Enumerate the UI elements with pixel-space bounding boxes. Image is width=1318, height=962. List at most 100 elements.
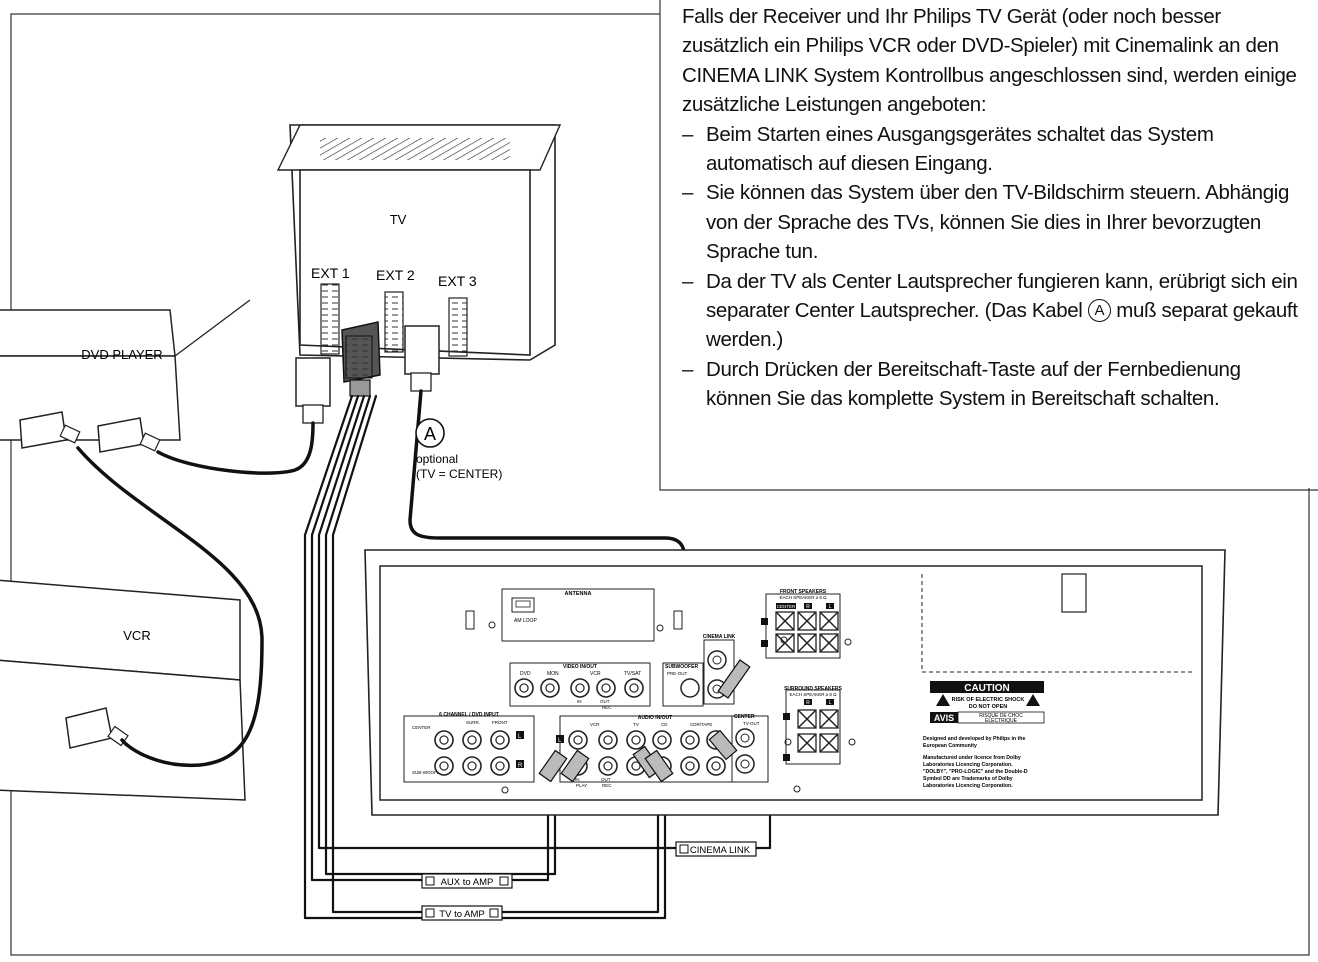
six-ch-jack-0-core xyxy=(439,735,449,745)
front-terminal-2-cross-1 xyxy=(819,611,839,631)
video-jack-3-core xyxy=(601,683,611,693)
vcr-label: VCR xyxy=(123,628,150,643)
cinema-link-tag-label: CINEMA LINK xyxy=(690,845,751,856)
caution-label: CAUTION RISK OF ELECTRIC SHOCK DO NOT OP… xyxy=(923,681,1045,789)
feature-item-1: Beim Starten eines Ausgangsgerätes schal… xyxy=(682,120,1310,179)
audio-jack-bottom-5-core xyxy=(711,761,721,771)
front-terminal-5-cross-1 xyxy=(819,633,839,653)
ext2-label: EXT 2 xyxy=(376,267,415,283)
audio-in-label: IN xyxy=(575,777,580,782)
front-r-label: R xyxy=(806,604,810,610)
optional-label: optional xyxy=(416,452,458,466)
surround-speakers-label: SURROUND SPEAKERS xyxy=(784,686,842,692)
audio-cdr-label: CDR/TAPE xyxy=(690,722,712,727)
feature-list: Beim Starten eines Ausgangsgerätes schal… xyxy=(682,120,1310,414)
pre-out-label: PRE-OUT xyxy=(667,671,688,676)
intro-paragraph: Falls der Receiver und Ihr Philips TV Ge… xyxy=(682,5,1297,117)
tv-to-amp-label: TV to AMP xyxy=(439,909,484,920)
six-ch-jack-4 xyxy=(462,756,482,776)
video-jack-0 xyxy=(514,678,534,698)
licence-text-3: "DOLBY", "PRO-LOGIC" and the Double-D xyxy=(923,769,1028,775)
tv: TV EXT 1 EXT 2 EXT 3 xyxy=(276,124,562,361)
six-ch-jack-5-core xyxy=(495,761,505,771)
surround-terminal-2-cross-1 xyxy=(797,733,817,753)
designed-text-1: Designed and developed by Philips in the xyxy=(923,736,1025,742)
feature-item-2: Sie können das System über den TV-Bildsc… xyxy=(682,178,1310,266)
licence-text-5: Laboratories Licencing Corporation. xyxy=(923,783,1013,789)
video-jack-1 xyxy=(540,678,560,698)
front-terminal-1-cross-1 xyxy=(797,611,817,631)
antenna-label: ANTENNA xyxy=(565,591,592,597)
risque-text-1: RISQUE DE CHOC xyxy=(979,713,1023,719)
audio-jack-top-4-core xyxy=(685,735,695,745)
audio-jack-bottom-1 xyxy=(598,756,618,776)
feature-item-3-before: Da der TV als Center Lautsprecher fungie… xyxy=(706,269,1298,323)
subwoofer-label: SUBWOOFER xyxy=(665,664,698,670)
dvd-player-label: DVD PLAYER xyxy=(81,347,162,362)
audio-jack-top-2 xyxy=(626,730,646,750)
video-out-label: OUT xyxy=(600,699,610,704)
audio-out-label: OUT xyxy=(601,777,611,782)
licence-text-4: Symbol DD are Trademarks of Dolby xyxy=(923,776,1013,782)
surround-r-label: R xyxy=(806,700,810,706)
audio-vcr-label: VCR xyxy=(590,722,600,727)
audio-jack-bottom-5 xyxy=(706,756,726,776)
surround-l-label: L xyxy=(829,700,832,706)
six-ch-l-label: L xyxy=(518,734,522,740)
aux-to-amp-tag: AUX to AMP xyxy=(421,873,513,889)
risque-text-2: ELECTRIQUE xyxy=(985,718,1018,724)
front-speakers-label: FRONT SPEAKERS xyxy=(780,589,827,595)
audio-jack-bottom-4 xyxy=(680,756,700,776)
video-jack-2 xyxy=(570,678,590,698)
cinema-link-port-label: CINEMA LINK xyxy=(703,634,736,640)
front-each-speaker-label: EACH SPEAKER ≥ 6 Ω xyxy=(779,595,827,600)
video-jack-2-core xyxy=(575,683,585,693)
licence-text-1: Manufactured under licence from Dolby xyxy=(923,755,1021,761)
audio-jack-top-0-core xyxy=(573,735,583,745)
vcr: VCR xyxy=(0,579,246,801)
ext3-label: EXT 3 xyxy=(438,273,477,289)
six-channel-label: 6 CHANNEL / DVD INPUT xyxy=(439,712,499,718)
six-ch-jack-2 xyxy=(490,730,510,750)
aux-to-amp-label: AUX to AMP xyxy=(441,877,494,888)
six-ch-jack-1 xyxy=(462,730,482,750)
audio-l-label: L xyxy=(558,738,562,744)
six-ch-jack-4-core xyxy=(467,761,477,771)
audio-jack-top-0 xyxy=(568,730,588,750)
receiver: ANTENNA AM LOOP VIDEO IN/OUT DVD MON VCR… xyxy=(364,549,1226,816)
surround-terminal-1-cross-1 xyxy=(819,709,839,729)
six-ch-jack-5 xyxy=(490,756,510,776)
audio-jack-bottom-2-core xyxy=(631,761,641,771)
audio-jack-top-3 xyxy=(652,730,672,750)
six-ch-sub-label: SUB-WOOFER xyxy=(412,770,444,775)
tv-to-amp-tag: TV to AMP xyxy=(421,905,503,921)
audio-jack-top-3-core xyxy=(657,735,667,745)
audio-inout-label: AUDIO IN/OUT xyxy=(638,715,672,721)
audio-jack-top-4 xyxy=(680,730,700,750)
surround-terminal-0-cross-1 xyxy=(797,709,817,729)
audio-cd-label: CD xyxy=(661,722,668,727)
tv-out-label: TV-OUT xyxy=(743,721,760,726)
video-jack-1-core xyxy=(545,683,555,693)
audio-jack-bottom-4-core xyxy=(685,761,695,771)
six-ch-jack-3 xyxy=(434,756,454,776)
video-rec-label: REC xyxy=(602,705,612,710)
cable-a-circle-icon: A xyxy=(1087,299,1111,323)
caution-text: CAUTION xyxy=(964,683,1010,694)
front-terminal-0-cross-1 xyxy=(775,611,795,631)
six-ch-center-label: CENTER xyxy=(412,725,431,730)
six-ch-jack-1-core xyxy=(467,735,477,745)
audio-jack-top-2-core xyxy=(631,735,641,745)
video-vcr-label: VCR xyxy=(590,671,601,677)
feature-item-3-after: muß separat gekauft werden.) xyxy=(706,299,1298,352)
six-ch-front-label: FRONT xyxy=(492,720,508,725)
designed-text-2: European Community xyxy=(923,743,977,749)
risk-text-2: DO NOT OPEN xyxy=(969,704,1008,710)
video-in-label: IN xyxy=(577,699,582,704)
audio-play-label: PLAY xyxy=(576,783,587,788)
front-l-label: L xyxy=(829,604,832,610)
center-out-label: CENTER xyxy=(734,714,755,720)
audio-jack-bottom-1-core xyxy=(603,761,613,771)
ext1-label: EXT 1 xyxy=(311,265,350,281)
video-mon-label: MON xyxy=(547,671,559,677)
